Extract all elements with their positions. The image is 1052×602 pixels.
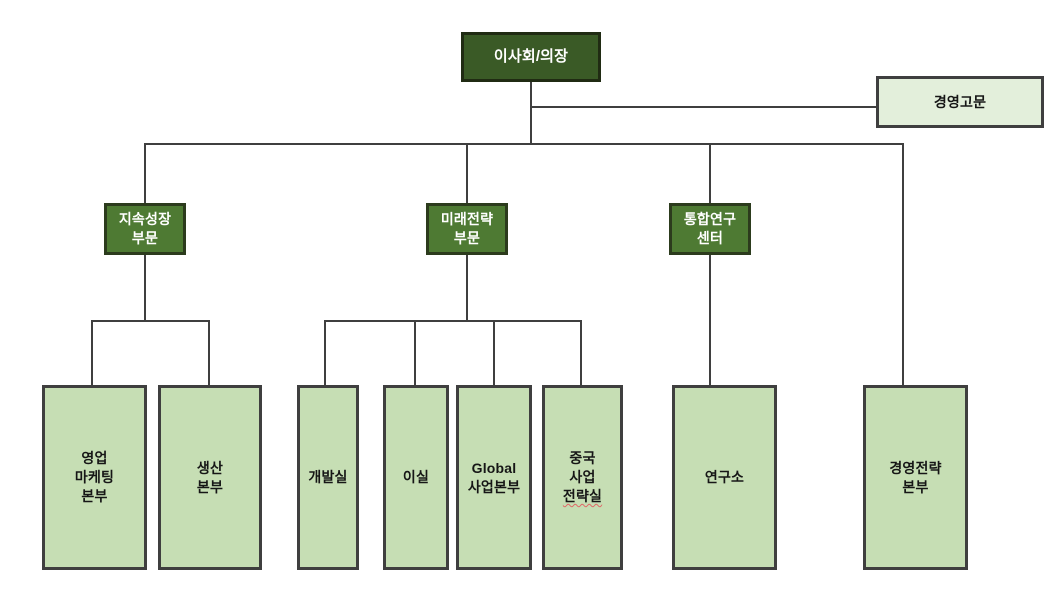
node-management-strategy-hq: 경영전략 본부 (863, 385, 968, 570)
node-research-lab: 연구소 (672, 385, 777, 570)
node-yi-office: 이실 (383, 385, 449, 570)
connector-sustain-down (144, 255, 146, 320)
connector-sustain-rail (91, 320, 210, 322)
node-production-hq: 생산 본부 (158, 385, 262, 570)
connector-future-down (466, 255, 468, 320)
connector-drop-future (466, 143, 468, 203)
connector-future-rail (324, 320, 582, 322)
node-china-business-strategy-office: 중국 사업 전략실 (542, 385, 623, 570)
connector-drop-lab (709, 255, 711, 385)
node-future-strategy-label: 미래전략 부문 (440, 211, 494, 246)
node-china-business-label-underlined: 전략실 (562, 487, 603, 504)
connector-main-rail (144, 143, 904, 145)
connector-drop-china (580, 320, 582, 385)
connector-drop-sales (91, 320, 93, 385)
node-board-chairman-label: 이사회/의장 (493, 47, 569, 65)
node-research-lab-label: 연구소 (704, 469, 745, 486)
node-global-business-hq: Global 사업본부 (456, 385, 532, 570)
connector-board-down (530, 82, 532, 144)
node-development-label: 개발실 (308, 469, 348, 486)
node-integrated-research-center: 통합연구 센터 (669, 203, 751, 255)
node-future-strategy-division: 미래전략 부문 (426, 203, 508, 255)
node-development-office: 개발실 (297, 385, 359, 570)
connector-drop-production (208, 320, 210, 385)
connector-drop-research (709, 143, 711, 203)
node-sales-marketing-hq: 영업 마케팅 본부 (42, 385, 147, 570)
node-board-chairman: 이사회/의장 (461, 32, 601, 82)
connector-to-advisor (531, 106, 876, 108)
node-sales-marketing-label: 영업 마케팅 본부 (74, 450, 115, 504)
node-global-business-label: Global 사업본부 (467, 459, 521, 495)
connector-drop-yi-office (414, 320, 416, 385)
node-sustainable-growth-label: 지속성장 부문 (118, 211, 172, 246)
node-management-advisor: 경영고문 (876, 76, 1044, 128)
connector-drop-sustain (144, 143, 146, 203)
node-sustainable-growth-division: 지속성장 부문 (104, 203, 186, 255)
node-management-strategy-label: 경영전략 본부 (889, 459, 942, 495)
node-management-advisor-label: 경영고문 (933, 93, 987, 110)
node-production-label: 생산 본부 (196, 459, 224, 495)
connector-drop-development (324, 320, 326, 385)
connector-drop-strategy (902, 143, 904, 385)
node-yi-office-label: 이실 (402, 469, 430, 486)
node-china-business-label-top: 중국 사업 (569, 450, 596, 486)
node-integrated-research-label: 통합연구 센터 (683, 211, 737, 246)
connector-drop-global (493, 320, 495, 385)
